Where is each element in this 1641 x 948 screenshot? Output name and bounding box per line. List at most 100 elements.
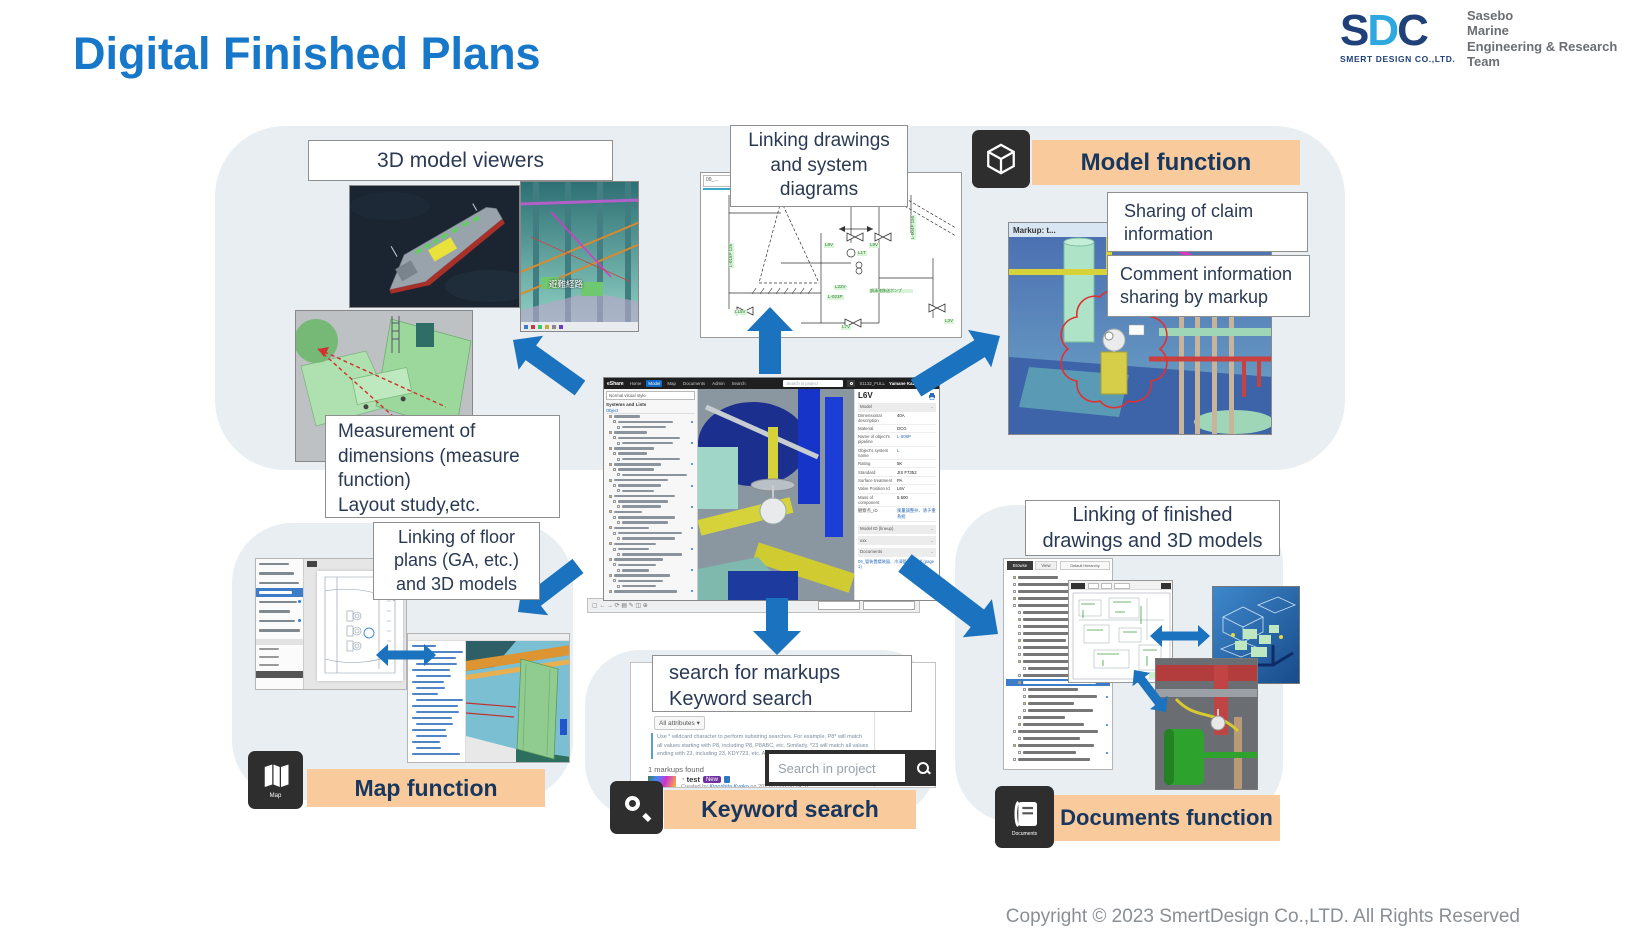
tree-row[interactable]	[606, 499, 695, 504]
docs-tab-browse[interactable]: Browse	[1007, 561, 1033, 570]
tree-row[interactable]	[606, 456, 695, 461]
delete-icon[interactable]	[723, 776, 730, 783]
viewer-box-1[interactable]	[1088, 582, 1099, 589]
docs-tab-hierarchy[interactable]: Default Hierarchy	[1060, 561, 1110, 570]
eshare-gear-icon[interactable]: ⚙	[932, 380, 936, 386]
tree-row[interactable]	[606, 562, 695, 567]
visual-style-dropdown[interactable]: Normal visual style	[606, 391, 695, 400]
tree-row[interactable]	[606, 546, 695, 551]
tree-row[interactable]	[606, 446, 695, 451]
tree-row[interactable]	[606, 589, 695, 594]
map-list-footer-item[interactable]	[256, 645, 303, 653]
tree-row[interactable]	[606, 509, 695, 514]
tree-row[interactable]	[606, 419, 695, 424]
documents-tree-row[interactable]	[1006, 735, 1110, 742]
tree-row[interactable]	[606, 578, 695, 583]
map-list-item[interactable]	[256, 607, 303, 617]
map3d-tree-row[interactable]	[410, 697, 463, 703]
documents-tree-row[interactable]	[1006, 742, 1110, 749]
eshare-search-input[interactable]: Search in project	[783, 380, 844, 387]
map3d-tree[interactable]	[408, 641, 466, 762]
tree-row[interactable]	[606, 467, 695, 472]
map-list-footer-item[interactable]	[256, 653, 303, 661]
markup-thumbnail[interactable]	[648, 776, 676, 787]
properties-section[interactable]: xxx⌄	[858, 536, 936, 546]
tree-row[interactable]	[606, 568, 695, 573]
map3d-tree-row[interactable]	[410, 715, 463, 721]
documents-tree-row[interactable]	[1006, 728, 1110, 735]
documents-tree-row[interactable]	[1006, 630, 1110, 637]
tree-row[interactable]	[606, 425, 695, 430]
tree-row[interactable]	[606, 462, 695, 467]
tree-row[interactable]	[606, 552, 695, 557]
map3d-tree-row[interactable]	[410, 739, 463, 745]
documents-tree-rows[interactable]	[1004, 573, 1112, 769]
map3d-tree-row[interactable]	[410, 679, 463, 685]
map-tool-button[interactable]	[307, 561, 317, 567]
documents-tree-row[interactable]	[1006, 672, 1110, 679]
map-list-item[interactable]	[256, 587, 303, 597]
tree-row[interactable]	[606, 435, 695, 440]
documents-tree-row[interactable]	[1006, 756, 1110, 763]
document-link[interactable]: 09_管装置艤装図、冷凍管系統.pdf (page 1)	[858, 558, 935, 570]
map-list-item[interactable]	[256, 569, 303, 579]
properties-section[interactable]: Model ID (lineup)⌄	[858, 524, 936, 534]
viewer-dark-button-2[interactable]	[1161, 582, 1171, 589]
tree-row[interactable]	[606, 525, 695, 530]
documents-tree-row[interactable]	[1006, 700, 1110, 707]
map3d-tree-row[interactable]	[410, 751, 463, 757]
properties-section-model[interactable]: Model⌄	[858, 402, 936, 412]
tree-row[interactable]	[606, 520, 695, 525]
map3d-tree-row[interactable]	[410, 649, 463, 655]
tree-row[interactable]	[606, 451, 695, 456]
documents-tree-row[interactable]	[1006, 749, 1110, 756]
tree-row[interactable]	[606, 472, 695, 477]
tree-row[interactable]	[606, 536, 695, 541]
model-tree[interactable]	[606, 414, 695, 594]
toolbar-icons[interactable]: ▢ ← → ⟳ ▤ ✎ ◫ ⊕	[592, 603, 648, 609]
tree-row[interactable]	[606, 541, 695, 546]
documents-tree-row[interactable]	[1006, 588, 1110, 595]
eshare-menu-model[interactable]: Model	[646, 380, 663, 387]
tree-row[interactable]	[606, 440, 695, 445]
tree-row[interactable]	[606, 515, 695, 520]
map-list-item[interactable]	[256, 559, 303, 569]
tree-row[interactable]	[606, 483, 695, 488]
map3d-tree-row[interactable]	[410, 721, 463, 727]
map3d-tree-row[interactable]	[410, 733, 463, 739]
documents-tree-row[interactable]	[1006, 616, 1110, 623]
map3d-tree-row[interactable]	[410, 709, 463, 715]
tree-row[interactable]	[606, 430, 695, 435]
print-icon[interactable]	[928, 392, 936, 400]
documents-tree-row[interactable]	[1006, 574, 1110, 581]
toolbar-dropdown-2[interactable]	[863, 601, 915, 610]
eshare-menu-admin[interactable]: Admin	[712, 381, 725, 386]
documents-tree-row[interactable]	[1006, 651, 1110, 658]
eshare-menu-search[interactable]: Search	[731, 381, 746, 386]
documents-tree-row[interactable]	[1006, 623, 1110, 630]
documents-tree-row[interactable]	[1006, 658, 1110, 665]
tree-row[interactable]	[606, 478, 695, 483]
attributes-filter-dropdown[interactable]: All attributes ▾	[654, 716, 705, 730]
map3d-tree-row[interactable]	[410, 661, 463, 667]
documents-tree-row[interactable]	[1006, 602, 1110, 609]
documents-tree-row[interactable]	[1006, 707, 1110, 714]
documents-tree-row[interactable]	[1006, 686, 1110, 693]
documents-tree-row[interactable]	[1006, 721, 1110, 728]
map-list-item[interactable]	[256, 597, 303, 607]
viewer-box-3[interactable]	[1114, 582, 1130, 589]
eshare-menu-home[interactable]: Home	[629, 381, 642, 386]
map-list-item[interactable]	[256, 626, 303, 636]
eshare-search-icon[interactable]	[847, 380, 856, 387]
tree-row[interactable]	[606, 493, 695, 498]
tree-row[interactable]	[606, 504, 695, 509]
search-highlight-magnifier-icon[interactable]	[909, 750, 936, 786]
map3d-tree-row[interactable]	[410, 691, 463, 697]
map3d-tree-row[interactable]	[410, 673, 463, 679]
toolbar-dropdown-1[interactable]	[818, 601, 860, 610]
map3d-tree-row[interactable]	[410, 685, 463, 691]
eshare-menu-documents[interactable]: Documents	[682, 381, 706, 386]
map-list-item[interactable]	[256, 616, 303, 626]
map-list-footer-item[interactable]	[256, 661, 303, 669]
map-sidebar[interactable]	[256, 559, 304, 689]
